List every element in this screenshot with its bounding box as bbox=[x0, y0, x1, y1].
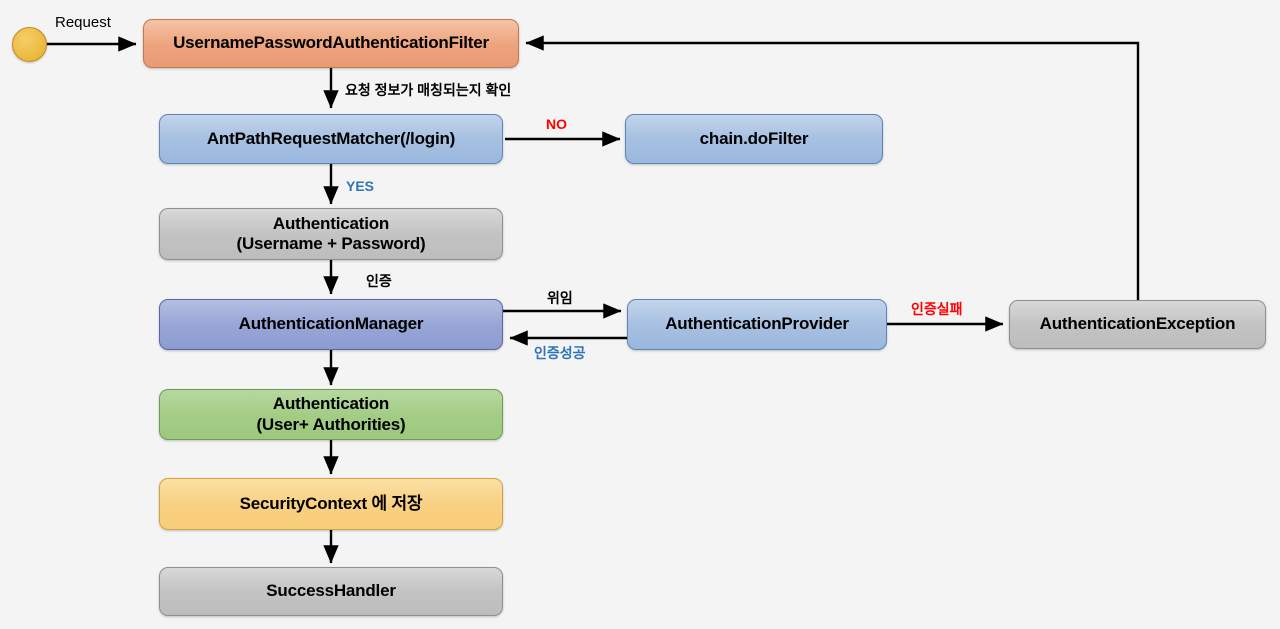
edge-label-match-check: 요청 정보가 매칭되는지 확인 bbox=[345, 82, 512, 98]
start-node bbox=[12, 27, 47, 62]
node-authentication-manager[interactable]: AuthenticationManager bbox=[159, 299, 503, 350]
node-success-handler[interactable]: SuccessHandler bbox=[159, 567, 503, 616]
edge-label-delegate: 위임 bbox=[547, 290, 573, 306]
edge-label-authenticate: 인증 bbox=[366, 273, 392, 289]
node-chain-do-filter[interactable]: chain.doFilter bbox=[625, 114, 883, 164]
edge-exception-to-filter bbox=[525, 35, 1140, 300]
edge-label-no: NO bbox=[546, 116, 567, 132]
node-authentication-exception[interactable]: AuthenticationException bbox=[1009, 300, 1266, 349]
node-security-context-store[interactable]: SecurityContext 에 저장 bbox=[159, 478, 503, 530]
node-authentication-provider[interactable]: AuthenticationProvider bbox=[627, 299, 887, 350]
edge-label-yes: YES bbox=[346, 178, 375, 194]
node-ant-path-request-matcher[interactable]: AntPathRequestMatcher(/login) bbox=[159, 114, 503, 164]
node-authentication-username-password[interactable]: Authentication (Username + Password) bbox=[159, 208, 503, 260]
edge-label-request: Request bbox=[55, 14, 111, 31]
edge-label-auth-success: 인증성공 bbox=[534, 345, 586, 361]
node-authentication-user-authorities[interactable]: Authentication (User+ Authorities) bbox=[159, 389, 503, 440]
node-username-password-authentication-filter[interactable]: UsernamePasswordAuthenticationFilter bbox=[143, 19, 519, 68]
edge-label-auth-failure: 인증실패 bbox=[911, 301, 963, 317]
